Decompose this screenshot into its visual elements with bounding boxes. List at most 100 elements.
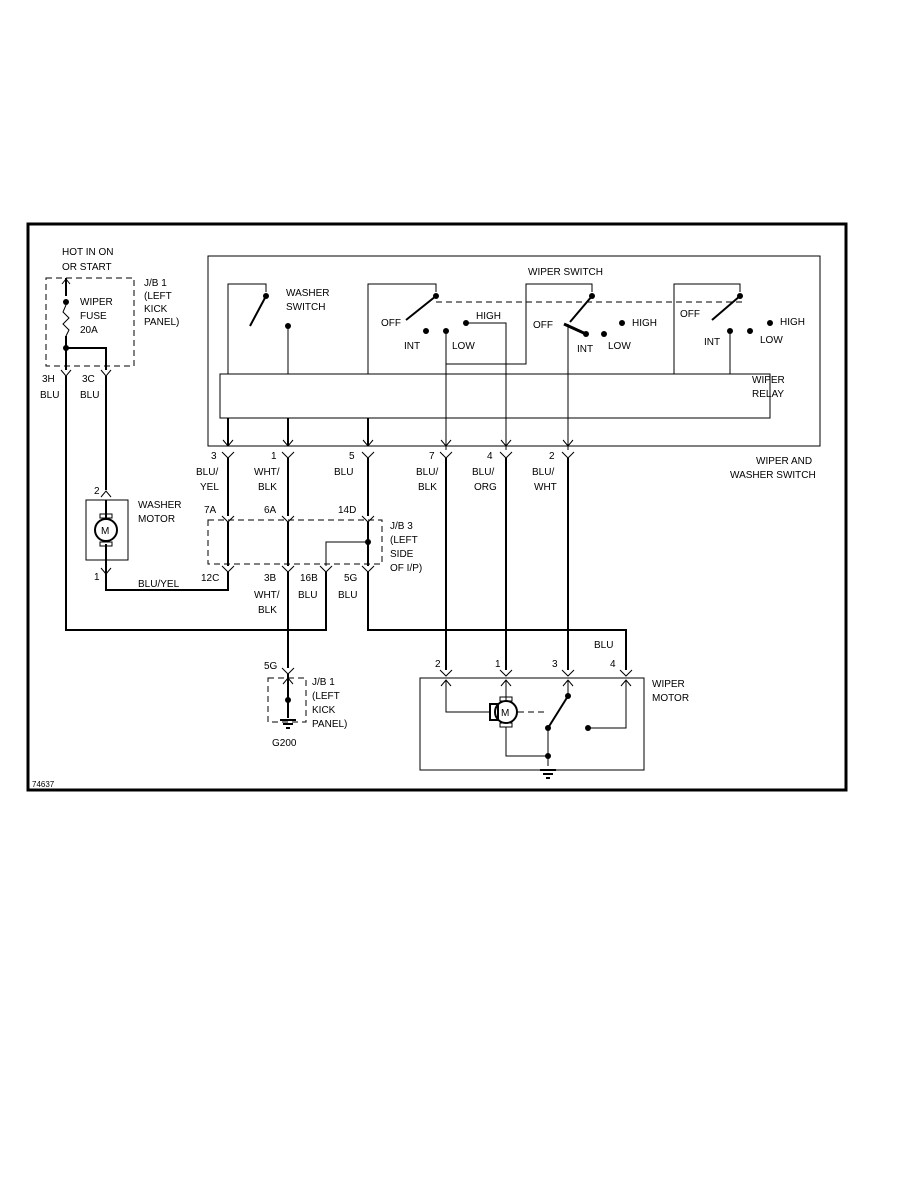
wire-blu-16b-label: BLU: [298, 590, 317, 601]
washer-switch-contact2: [285, 323, 291, 329]
wm-pin-4-label: 4: [610, 659, 616, 670]
wire-whtblk2-label: WHT/ BLK: [254, 590, 280, 616]
figure-id-label: 74637: [32, 780, 55, 789]
high-1-label: HIGH: [476, 311, 501, 322]
svg-text:OR START: OR START: [62, 262, 112, 273]
wiper-switch-2-high-contact: [619, 320, 625, 326]
svg-text:J/B 1: J/B 1: [312, 677, 335, 688]
svg-text:WIPER: WIPER: [652, 679, 685, 690]
sw-pin1-connector-icon: [281, 451, 295, 459]
low-3-label: LOW: [760, 335, 783, 346]
jb1-bottom-label: J/B 1 (LEFT KICK PANEL): [312, 677, 347, 730]
sw-pin4-connector-icon: [499, 451, 513, 459]
svg-text:(LEFT: (LEFT: [312, 691, 340, 702]
svg-text:WHT: WHT: [534, 482, 557, 493]
washer-switch-wire: [227, 283, 267, 374]
svg-text:BLU/: BLU/: [472, 467, 494, 478]
svg-text:MOTOR: MOTOR: [652, 693, 689, 704]
jb3-internal-wire: [325, 541, 368, 566]
connector-6a-icon: [281, 515, 295, 523]
wire-bluyel-bottom: [105, 560, 229, 591]
svg-text:PANEL): PANEL): [144, 317, 179, 328]
wiper-relay-box: [219, 373, 771, 419]
fuse-branch-wire: [66, 347, 107, 370]
wiper-switch-1-blade-icon: [405, 295, 437, 321]
wm-pin4-connector-icon: [619, 669, 633, 677]
jb1-bottom-arrow-icon: [282, 677, 294, 685]
wire-blu-motor-label: BLU: [594, 640, 613, 651]
svg-text:YEL: YEL: [200, 482, 219, 493]
low-1-label: LOW: [452, 341, 475, 352]
wiper-motor-internal-park: [588, 680, 627, 729]
sw-pin3-connector-icon: [221, 451, 235, 459]
int-1-label: INT: [404, 341, 420, 352]
svg-text:BLU/: BLU/: [196, 467, 218, 478]
connector-5g-bottom-icon: [281, 667, 295, 675]
int-2-label: INT: [577, 344, 593, 355]
svg-text:MOTOR: MOTOR: [138, 514, 175, 525]
svg-text:WIPER: WIPER: [752, 375, 785, 386]
wiper-switch-1-feed: [367, 283, 437, 374]
fuse-icon: [62, 304, 70, 337]
connector-5g-icon: [361, 565, 375, 573]
wiper-switch-3-high-contact: [767, 320, 773, 326]
ground-g200-label: G200: [272, 738, 297, 749]
pin-3b-label: 3B: [264, 573, 277, 584]
svg-text:BLU/: BLU/: [532, 467, 554, 478]
wiper-switch-2-blade-icon: [569, 295, 593, 323]
wiper-motor-internal-low: [445, 680, 490, 713]
jb3-label: J/B 3 (LEFT SIDE OF I/P): [390, 521, 422, 574]
wiper-motor-ground-wire: [505, 727, 548, 757]
svg-text:(LEFT: (LEFT: [144, 291, 172, 302]
wiper-washer-switch-label: WIPER AND WASHER SWITCH: [730, 456, 816, 481]
fuse-terminal-top: [63, 299, 69, 305]
ground-g200-icon: [280, 719, 296, 729]
wire-blublk-label: BLU/ BLK: [416, 467, 438, 493]
diagram-frame: [26, 222, 848, 792]
high-3-label: HIGH: [780, 317, 805, 328]
wm-pin1-connector-icon: [499, 669, 513, 677]
svg-text:WHT/: WHT/: [254, 467, 280, 478]
sw-pin3-arrow-icon: [222, 439, 234, 447]
washer-switch-blade-icon: [249, 295, 267, 327]
svg-text:WHT/: WHT/: [254, 590, 280, 601]
svg-text:KICK: KICK: [144, 304, 168, 315]
wire-blu-5-label: BLU: [334, 467, 353, 478]
connector-3c-icon: [100, 369, 112, 377]
svg-text:OF I/P): OF I/P): [390, 563, 422, 574]
int-3-label: INT: [704, 337, 720, 348]
wire-whtblk-label: WHT/ BLK: [254, 467, 280, 493]
wm-pin-1-label: 1: [495, 659, 501, 670]
sw-pin2-arrow-icon: [562, 439, 574, 447]
wm-pin3-connector-icon: [561, 669, 575, 677]
wiper-motor-label: WIPER MOTOR: [652, 679, 689, 704]
sw-pin-7-label: 7: [429, 451, 435, 462]
washer-motor-m-label: M: [101, 526, 109, 537]
svg-text:PANEL): PANEL): [312, 719, 347, 730]
wiper-washer-switch-box: [207, 255, 821, 447]
sw-pin7-connector-icon: [439, 451, 453, 459]
sw-pin-4-label: 4: [487, 451, 493, 462]
wiper-motor-ground-icon: [540, 769, 556, 779]
jb1-top-box: [45, 277, 135, 367]
sw-pin2-connector-icon: [561, 451, 575, 459]
washer-motor-pin2-label: 2: [94, 486, 100, 497]
wiper-motor-brush-left-icon: [489, 703, 499, 721]
pin-7a-label: 7A: [204, 505, 217, 516]
svg-text:WASHER SWITCH: WASHER SWITCH: [730, 470, 816, 481]
wire-bluwht-label: BLU/ WHT: [532, 467, 557, 493]
wire-bluorg-label: BLU/ ORG: [472, 467, 497, 493]
wiper-switch-3-low-contact: [747, 328, 753, 334]
jb1-bottom-box: [267, 677, 307, 723]
pin-5g-bottom-label: 5G: [264, 661, 278, 672]
svg-text:20A: 20A: [80, 325, 98, 336]
pin-12c-label: 12C: [201, 573, 219, 584]
hot-in-on-start-label: HOT IN ON OR START: [62, 247, 113, 273]
wiper-switch-2-int-contact: [583, 331, 589, 337]
wiper-motor-ground-splice: [545, 753, 551, 759]
pin-3c-label: 3C: [82, 374, 95, 385]
sw-pin1-arrow-icon: [282, 439, 294, 447]
connector-14d-icon: [361, 515, 375, 523]
wiper-relay-label: WIPER RELAY: [752, 375, 785, 400]
